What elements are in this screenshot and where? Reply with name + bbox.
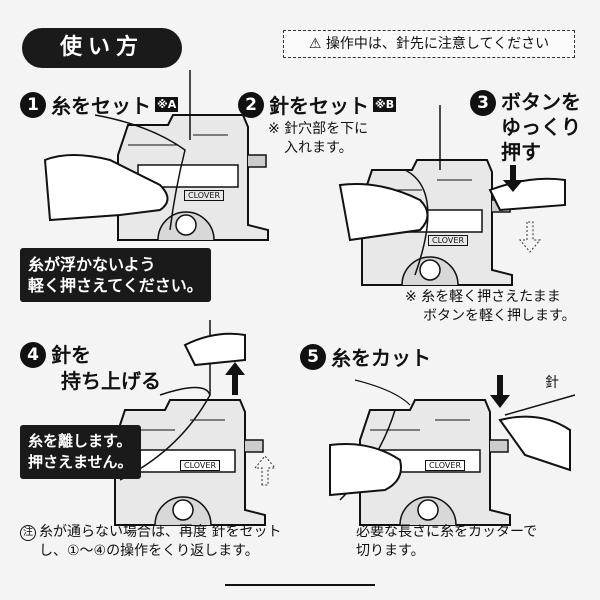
warning-text: 操作中は、針先に注意してください [325,36,550,52]
step-1-label: 糸をセット [51,94,151,118]
step-number-5: 5 [300,343,326,370]
step-3-note-line-1: ※ 糸を軽く押さえたまま [405,289,561,305]
arrow-down-3 [503,165,523,192]
hand-2 [338,183,429,242]
step-4-instruction-box: 糸を離します。 押さえません。 [20,425,141,479]
step-2-label: 針をセット [269,94,369,118]
brand-label-4: CLOVER [180,460,220,471]
step-5-footer-line-1: 必要な長さに糸をカッターで [356,524,538,540]
footnote-line-1: 糸が通らない場合は、再度 針をセット [39,524,282,540]
step-5-heading: 5 糸をカット [300,342,431,371]
thread-2 [404,169,429,276]
step-3-heading: 3 ボタンを ゆっくり 押す [470,90,581,165]
step-4-heading: 4 針を 持ち上げる [20,342,161,394]
step-3-label-line-1: ボタンを [501,90,581,114]
thread-4 [119,386,211,481]
step-2-note: ※ 針穴部を下に 入れます。 [268,120,368,158]
step-4-label-line-2: 持ち上げる [61,369,161,393]
brand-label-2: CLOVER [428,235,468,246]
step-2-note-line-1: ※ 針穴部を下に [268,121,369,137]
step-4-box-line-2: 押さえません。 [28,453,133,471]
step-5-footer-line-2: 切ります。 [356,543,425,559]
pointer-5 [354,379,411,406]
step-number-3: 3 [470,90,496,116]
step-number-1: 1 [20,91,46,118]
step-2-heading: 2 針をセット ※B [238,90,397,119]
step-1-box-line-1: 糸が浮かないよう [28,255,156,274]
step-5-label: 糸をカット [331,346,431,370]
step-1-box-line-2: 軽く押さえてください。 [28,276,203,295]
page-title: 使い方 [22,28,182,68]
step-3-note: ※ 糸を軽く押さえたまま ボタンを軽く押します。 [405,288,576,326]
thread-1 [94,114,186,231]
step-2-tag: ※B [373,97,397,112]
hand-5 [329,443,402,497]
finger-4 [183,332,246,367]
warning-icon: ⚠ [308,36,322,52]
step-5-footer: 必要な長さに糸をカッターで 切ります。 [356,523,537,561]
arrow-dashed-4 [253,455,277,486]
footnote-mark: 注 [20,525,36,541]
needle-5 [504,394,576,416]
arrow-up-4 [225,362,245,395]
step-3-label-line-3: 押す [501,140,541,164]
hand-5b [498,415,571,472]
step-1-instruction-box: 糸が浮かないよう 軽く押さえてください。 [20,248,211,302]
arrow-dashed-3 [518,221,542,253]
step-4-label-line-1: 針を [51,343,91,367]
step-number-2: 2 [238,91,264,118]
footnote: 注糸が通らない場合は、再度 針をセット し、①～④の操作をくり返します。 [20,523,281,561]
step-number-4: 4 [20,342,46,368]
brand-label-1: CLOVER [184,190,224,201]
hand-1 [43,154,169,222]
step-3-note-line-2: ボタンを軽く押します。 [423,308,576,324]
step-1-heading: 1 糸をセット ※A [20,90,179,119]
needle-label: 針 [545,375,559,391]
arrow-down-5 [490,375,510,408]
brand-label-5: CLOVER [425,460,465,471]
step-4-box-line-1: 糸を離します。 [28,432,132,450]
finger-3 [488,177,566,212]
step-3-label-line-2: ゆっくり [501,115,581,139]
step-2-note-line-2: 入れます。 [284,140,353,156]
warning-banner: ⚠ 操作中は、針先に注意してください [283,30,575,58]
step-1-tag: ※A [155,97,179,112]
footnote-line-2: し、①～④の操作をくり返します。 [39,543,259,559]
